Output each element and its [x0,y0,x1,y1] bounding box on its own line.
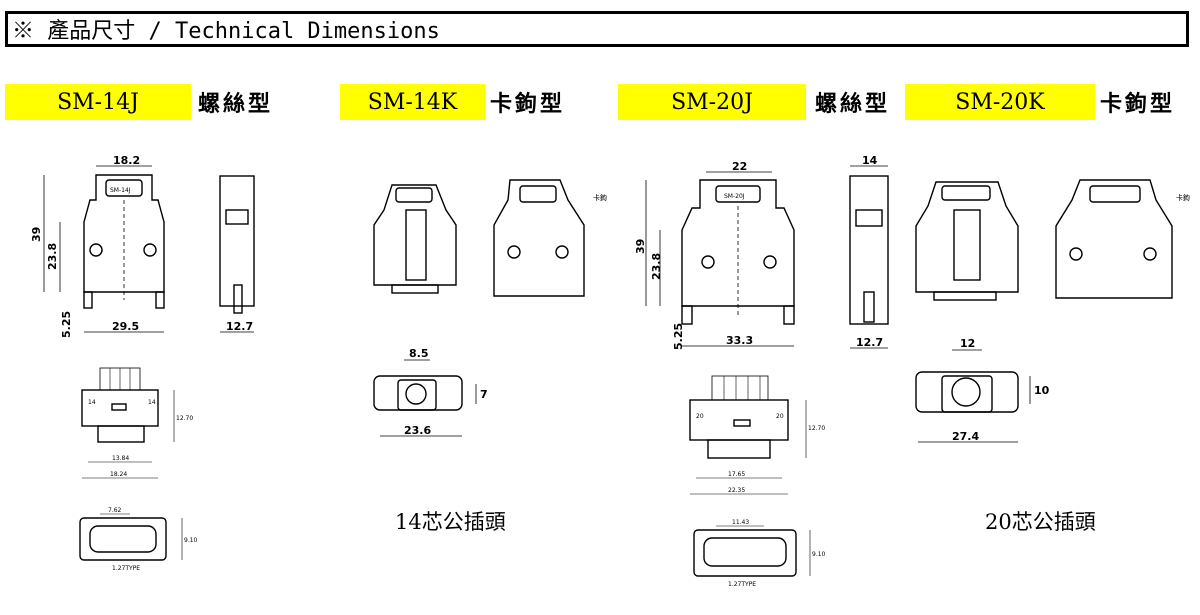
plug14-top-view: 14 14 12.70 13.84 18.24 [81,367,193,479]
model-label-sm14k: SM-14K [340,84,485,120]
plug20-front-face: 11.43 9.10 1.27TYPE [693,519,826,588]
plug20-side-mark-2: 20 [776,413,784,420]
sm14k-front-view [373,184,457,294]
plug14-side-mark-2: 14 [148,399,156,406]
dim-sm14j-pin: 5.25 [60,311,73,338]
dim-sm14j-height: 39 [30,227,43,242]
dim-sm20j-height: 39 [634,239,647,254]
section-header: ※ 產品尺寸 / Technical Dimensions [5,11,1189,47]
housing-label-14: SM-14J [110,187,131,194]
dim-face14-c: 1.27TYPE [112,565,140,572]
model-label-sm14j: SM-14J [5,84,191,120]
model-kind-sm20k: 卡鉤型 [1100,92,1176,117]
dim-plug20-b: 17.65 [728,471,745,478]
plug20-top-view: 20 20 12.70 17.65 22.35 [689,375,825,495]
sm20k-front-view [915,181,1019,301]
dim-sm20j-width: 33.3 [726,334,753,347]
dim-sm14j-height2: 23.8 [46,243,59,270]
sm20j-front-view: 22 39 23.8 5.25 33.3 [634,160,795,350]
hook-label-14: 卡鉤 [593,193,607,202]
sm14j-side-view: 12.7 [219,175,255,333]
dim-sm14k-a: 8.5 [409,347,429,360]
model-label-sm20k: SM-20K [905,84,1095,120]
dim-plug14-a: 12.70 [176,415,193,422]
dim-sm20j-pin: 5.25 [672,323,685,350]
sm20k-side-view: 14 12.7 [849,154,889,349]
sm14k-bottom-view: 8.5 7 23.6 [373,347,488,437]
dim-face20-c: 1.27TYPE [728,581,756,588]
dim-plug14-c: 18.24 [110,471,127,478]
dim-sm20k-b: 10 [1034,384,1050,397]
hook-label-20: 卡鉤 [1176,193,1190,202]
plug14-front-face: 7.62 9.10 1.27TYPE [79,507,198,572]
sm20k-bottom-view: 12 10 27.4 [915,337,1050,443]
sm20k-side-view-2: 卡鉤 [1055,179,1190,299]
dim-face20-a: 11.43 [732,519,749,526]
dim-plug14-b: 13.84 [112,455,129,462]
dim-plug20-c: 22.35 [728,487,745,494]
dim-sm20k-a: 12 [960,337,975,350]
caption-20-pin: 20芯公插頭 [985,510,1096,534]
sm14k-side-view: 卡鉤 [493,179,607,297]
housing-label-20: SM-20J [724,193,745,200]
dim-sm20k-side: 12.7 [856,336,883,349]
dim-sm14k-c: 23.6 [404,424,431,437]
dim-sm20k-c: 27.4 [952,430,979,443]
dim-sm20k-top: 14 [862,154,878,167]
model-label-sm20j: SM-20J [618,84,806,120]
model-kind-sm20j: 螺絲型 [815,92,891,117]
sm14j-front-view: 18.2 39 23.8 5.25 29.5 [30,154,165,338]
model-kind-sm14j: 螺絲型 [198,92,274,117]
dim-plug20-a: 12.70 [808,425,825,432]
dim-sm14j-top: 18.2 [113,154,140,167]
dim-sm20j-height2: 23.8 [650,253,663,280]
dim-sm20j-top: 22 [732,160,747,173]
dim-face14-a: 7.62 [108,507,122,514]
model-kind-sm14k: 卡鉤型 [490,92,566,117]
dim-sm14k-b: 7 [480,388,488,401]
dim-face14-b: 9.10 [184,537,198,544]
caption-14-pin: 14芯公插頭 [395,510,506,534]
plug20-side-mark: 20 [696,413,704,420]
header-title: ※ 產品尺寸 / Technical Dimensions [12,19,440,44]
dim-sm14j-width: 29.5 [112,320,139,333]
plug14-side-mark: 14 [88,399,96,406]
dim-face20-b: 9.10 [812,551,826,558]
dim-sm14j-side: 12.7 [226,320,253,333]
